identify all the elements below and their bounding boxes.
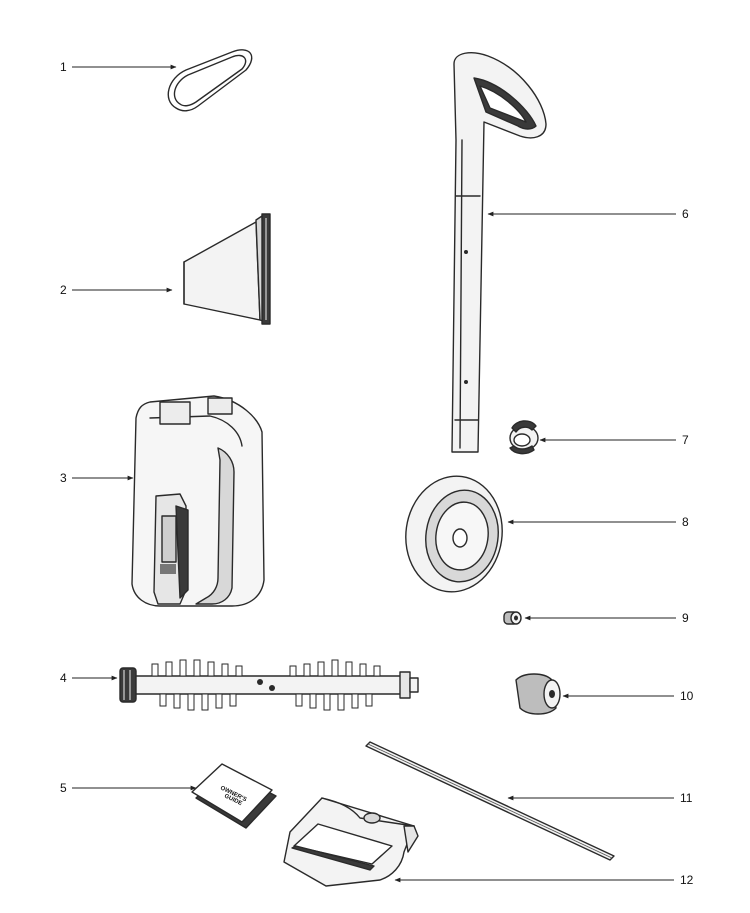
callout-label-9: 9 [682,611,689,625]
callout-label-11: 11 [680,791,693,805]
callout-label-7: 7 [682,433,689,447]
callout-7: 7 [539,433,689,447]
callout-3: 3 [60,471,134,485]
owners-guide-icon: OWNER'S GUIDE [191,763,277,829]
crevice-tool-icon [183,213,271,325]
callout-2: 2 [60,283,173,297]
callout-6: 6 [487,207,689,221]
hose-clip-icon [509,420,539,455]
wheel-icon [405,475,503,593]
callout-label-1: 1 [60,60,67,74]
small-bushing-icon [503,611,522,625]
callout-label-2: 2 [60,283,67,297]
callout-10: 10 [562,689,694,703]
callout-5: 5 [60,781,197,795]
callout-8: 8 [507,515,689,529]
callout-label-4: 4 [60,671,67,685]
callout-label-10: 10 [680,689,694,703]
callout-label-3: 3 [60,471,67,485]
belt-icon [167,49,253,112]
callout-11: 11 [507,791,693,805]
callout-1: 1 [60,60,177,74]
callout-4: 4 [60,671,118,685]
handle-icon [451,52,547,453]
dirt-cup-icon [131,395,265,607]
callout-label-6: 6 [682,207,689,221]
callout-label-12: 12 [680,873,694,887]
callout-label-5: 5 [60,781,67,795]
callout-9: 9 [524,611,689,625]
base-plate-icon [283,797,419,887]
callout-12: 12 [394,873,694,887]
end-cap-icon [515,673,561,715]
callout-label-8: 8 [682,515,689,529]
axle-rod-icon [365,741,615,861]
brushroll-icon [119,659,419,711]
